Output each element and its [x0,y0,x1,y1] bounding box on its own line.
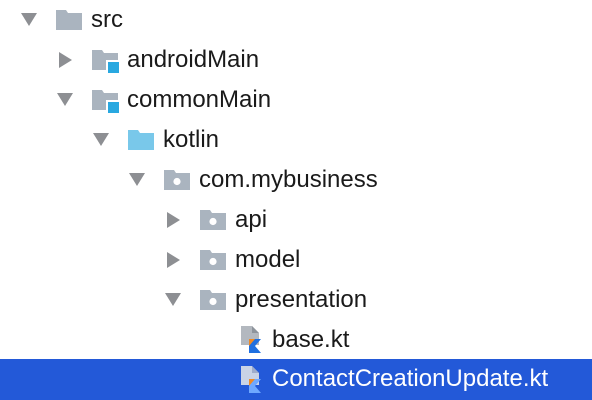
tree-row-src[interactable]: src [0,0,592,40]
tree-row-com-mybusiness[interactable]: com.mybusiness [0,160,592,200]
package-icon [200,250,226,270]
expand-arrow-down-icon[interactable] [56,90,74,108]
tree-row-kotlin[interactable]: kotlin [0,120,592,160]
package-icon [200,290,226,310]
tree-node-label: androidMain [127,46,260,73]
tree-node-label: commonMain [127,86,272,113]
tree-node-label: ContactCreationUpdate.kt [272,365,549,392]
expand-arrow-down-icon[interactable] [164,290,182,308]
tree-node-label: api [235,206,268,233]
tree-node-label: model [235,246,301,273]
source-root-folder-icon [128,130,154,150]
kotlin-file-icon [241,366,261,393]
tree-row-model[interactable]: model [0,240,592,280]
tree-row-presentation[interactable]: presentation [0,280,592,320]
expand-arrow-down-icon[interactable] [92,130,110,148]
folder-icon [56,10,82,30]
source-set-folder-icon [92,50,119,73]
tree-row-base-kt[interactable]: base.kt [0,320,592,360]
package-icon [164,170,190,190]
expand-arrow-down-icon[interactable] [20,10,38,28]
expand-arrow-right-icon[interactable] [56,51,74,69]
tree-node-label: base.kt [272,326,350,353]
tree-row-api[interactable]: api [0,200,592,240]
tree-row-androidmain[interactable]: androidMain [0,40,592,80]
tree-node-label: src [91,6,123,33]
package-icon [200,210,226,230]
tree-row-contactcreationupdate-kt[interactable]: ContactCreationUpdate.kt [0,359,592,400]
tree-node-label: presentation [235,286,368,313]
kotlin-file-icon [241,326,261,353]
tree-node-label: com.mybusiness [199,166,378,193]
expand-arrow-right-icon[interactable] [164,251,182,269]
expand-arrow-right-icon[interactable] [164,211,182,229]
tree-node-label: kotlin [163,126,220,153]
expand-arrow-down-icon[interactable] [128,170,146,188]
source-set-folder-icon [92,90,119,113]
tree-row-commonmain[interactable]: commonMain [0,80,592,120]
